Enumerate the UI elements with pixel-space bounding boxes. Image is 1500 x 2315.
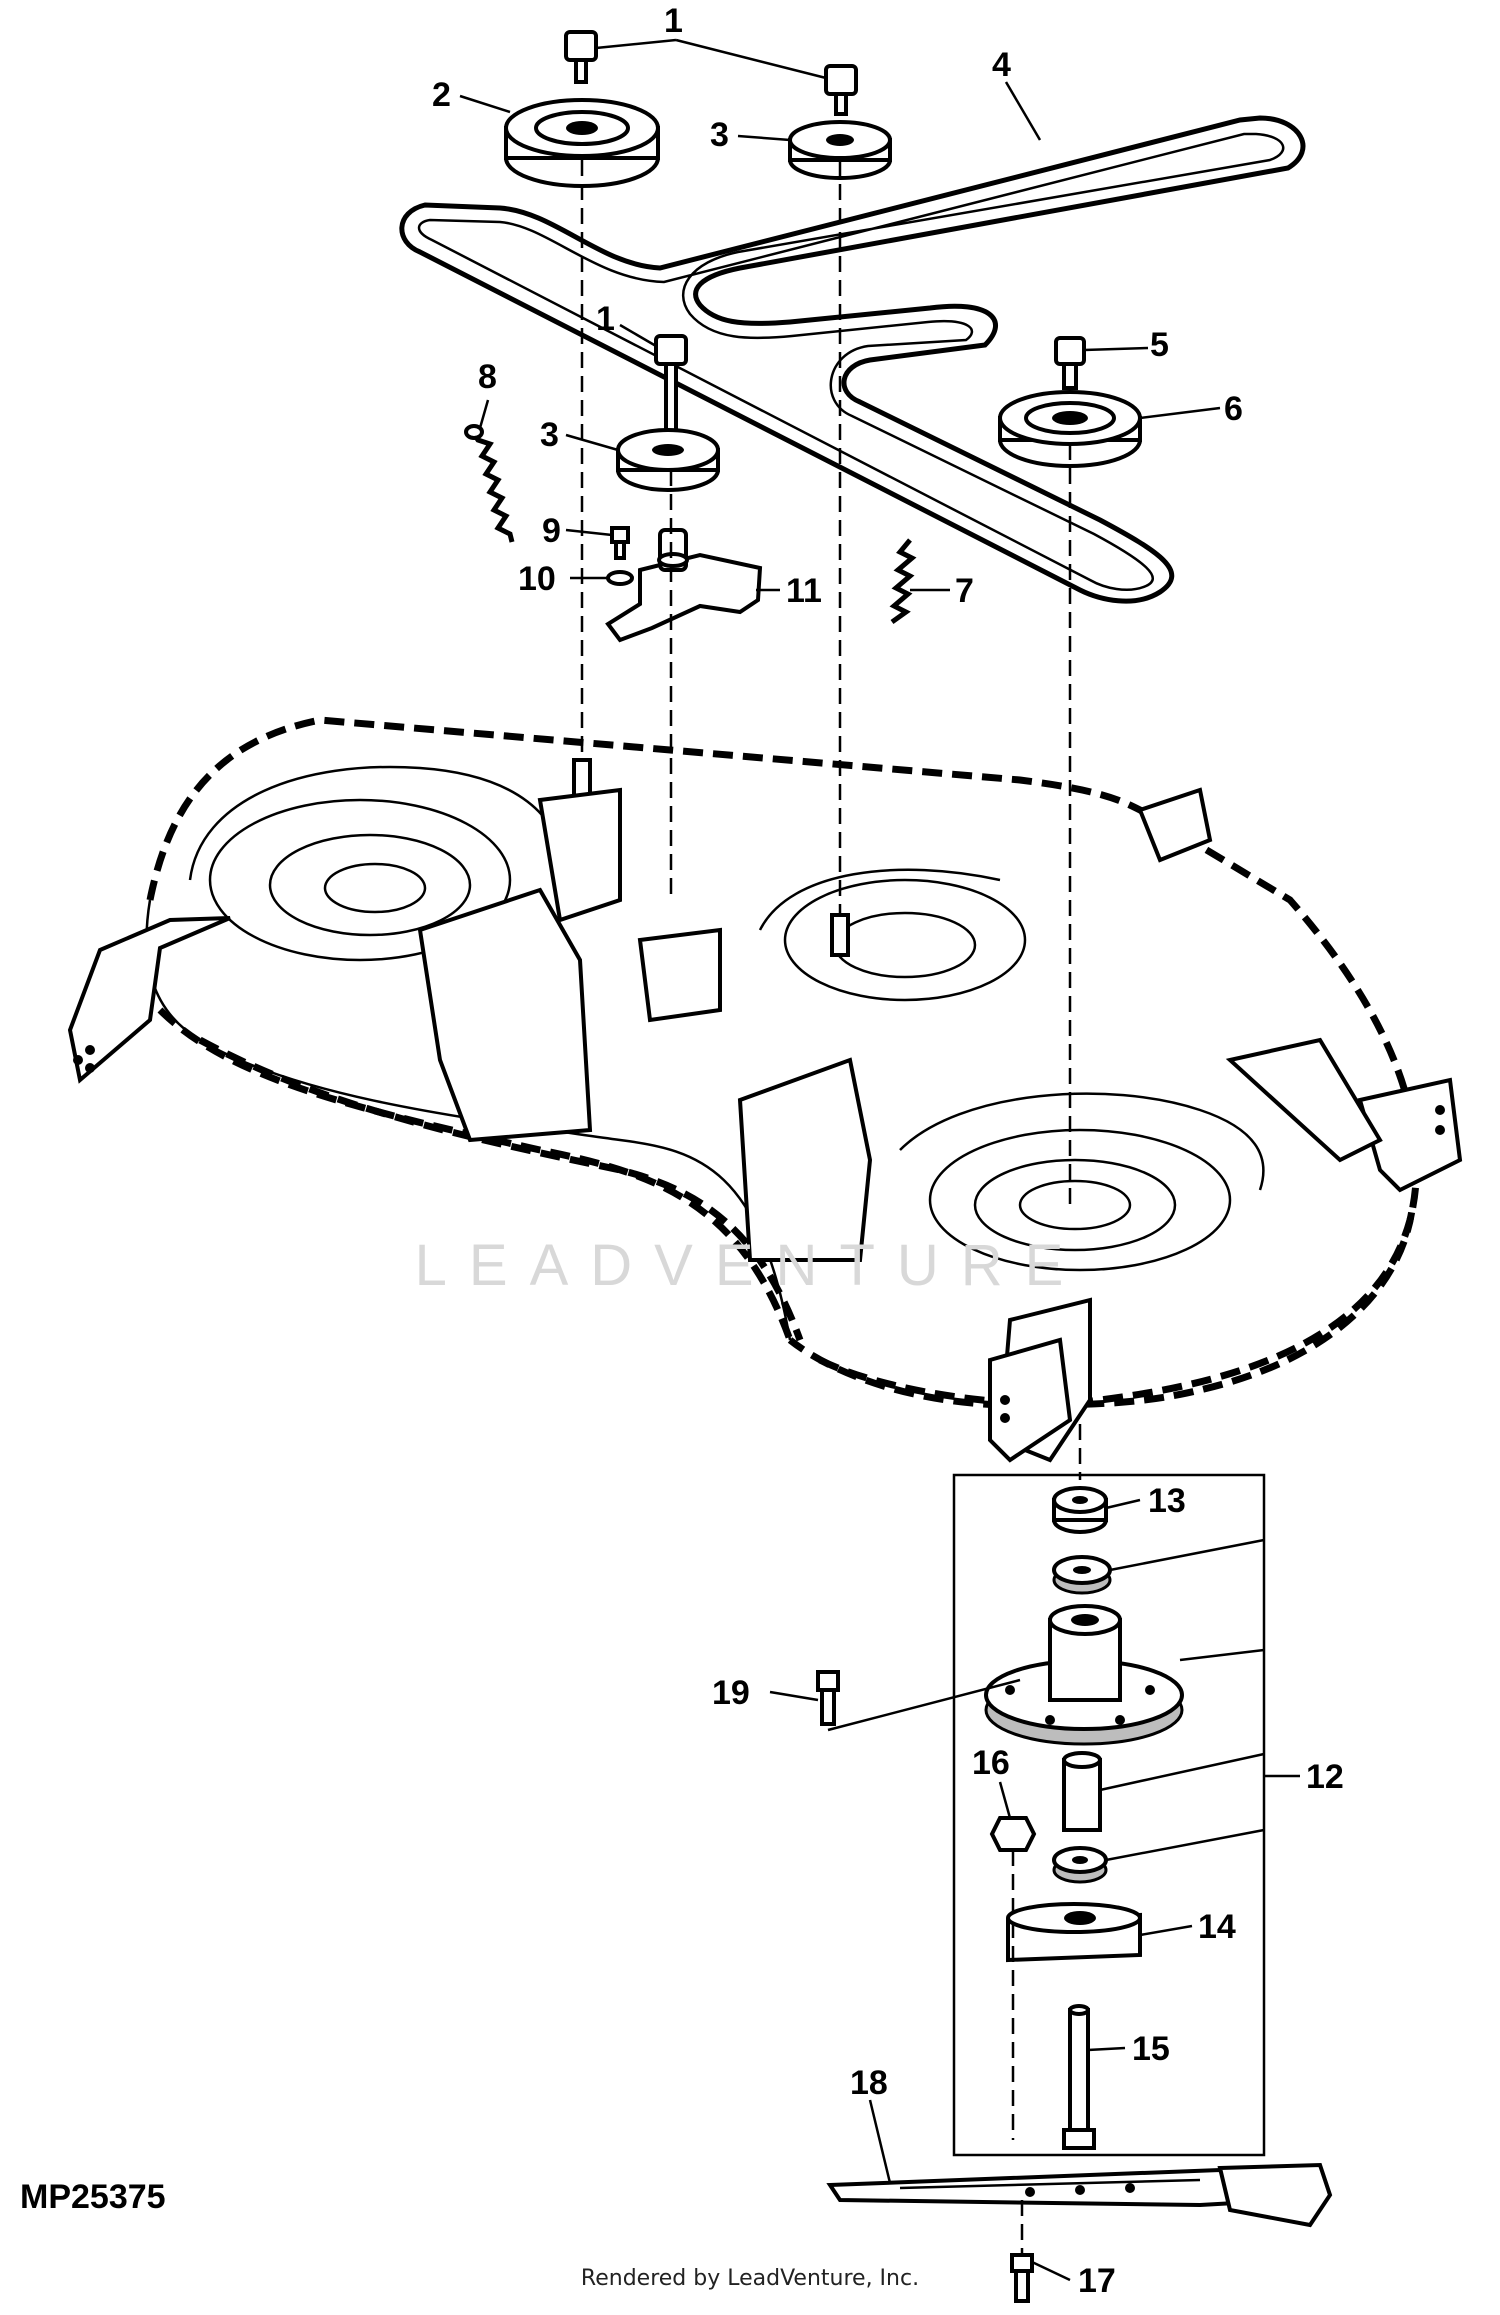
bearing-upper [1052, 1555, 1112, 1595]
flat-idler-pulley-2 [504, 98, 660, 188]
callout-8: 8 [478, 358, 497, 396]
callout-3-lower: 3 [540, 416, 559, 454]
callout-5: 5 [1150, 326, 1169, 364]
callout-labels: 1 2 3 4 1 5 6 8 3 9 10 11 7 13 19 16 12 … [432, 2, 1344, 2300]
nut-16 [989, 1816, 1037, 2140]
blade-adapter-14 [1006, 1902, 1142, 1963]
callout-1-lower: 1 [596, 300, 615, 338]
callout-1-top: 1 [664, 2, 683, 40]
bearing-lower [1052, 1846, 1108, 1884]
extension-spring-7 [889, 538, 917, 625]
leader-lines [459, 38, 1300, 2282]
bearing-13 [1052, 1486, 1108, 1534]
callout-6: 6 [1224, 390, 1243, 428]
spindle-assembly-12 [952, 1473, 1266, 2157]
flange-bolt-1-right [824, 64, 858, 116]
spindle-sheave-6 [998, 390, 1142, 468]
callout-11: 11 [786, 572, 822, 610]
nut-5 [1054, 336, 1086, 390]
extension-spring-8 [464, 424, 515, 543]
callout-14: 14 [1198, 1908, 1236, 1946]
watermark: LEADVENTURE [414, 1233, 1086, 1298]
callout-15: 15 [1132, 2030, 1170, 2068]
bolt-9 [610, 526, 630, 560]
callout-4: 4 [992, 46, 1011, 84]
figure-id: MP25375 [20, 2178, 166, 2216]
washer-10 [606, 570, 634, 586]
callout-16: 16 [972, 1744, 1010, 1782]
idler-pulley-3-lower [616, 428, 720, 492]
callout-10: 10 [518, 560, 556, 598]
idler-arm-11 [605, 528, 763, 643]
spindle-shaft-15 [1062, 2004, 1096, 2150]
callout-7: 7 [955, 572, 974, 610]
drive-belt [399, 115, 1306, 604]
mower-deck [67, 716, 1463, 1463]
flange-bolt-1-left [564, 30, 598, 84]
callout-13: 13 [1148, 1482, 1186, 1520]
callout-12: 12 [1306, 1758, 1344, 1796]
mower-blade-18 [826, 2162, 1333, 2228]
screw-19 [816, 1670, 1021, 1732]
callout-17: 17 [1078, 2262, 1116, 2300]
render-credit: Rendered by LeadVenture, Inc. [580, 2266, 920, 2291]
callout-3-top: 3 [710, 116, 729, 154]
callout-19: 19 [712, 1674, 750, 1712]
spindle-housing [984, 1604, 1184, 1746]
callout-18: 18 [850, 2064, 888, 2102]
spacer-tube [1062, 1751, 1102, 1832]
callout-9: 9 [542, 512, 561, 550]
callout-2: 2 [432, 76, 451, 114]
